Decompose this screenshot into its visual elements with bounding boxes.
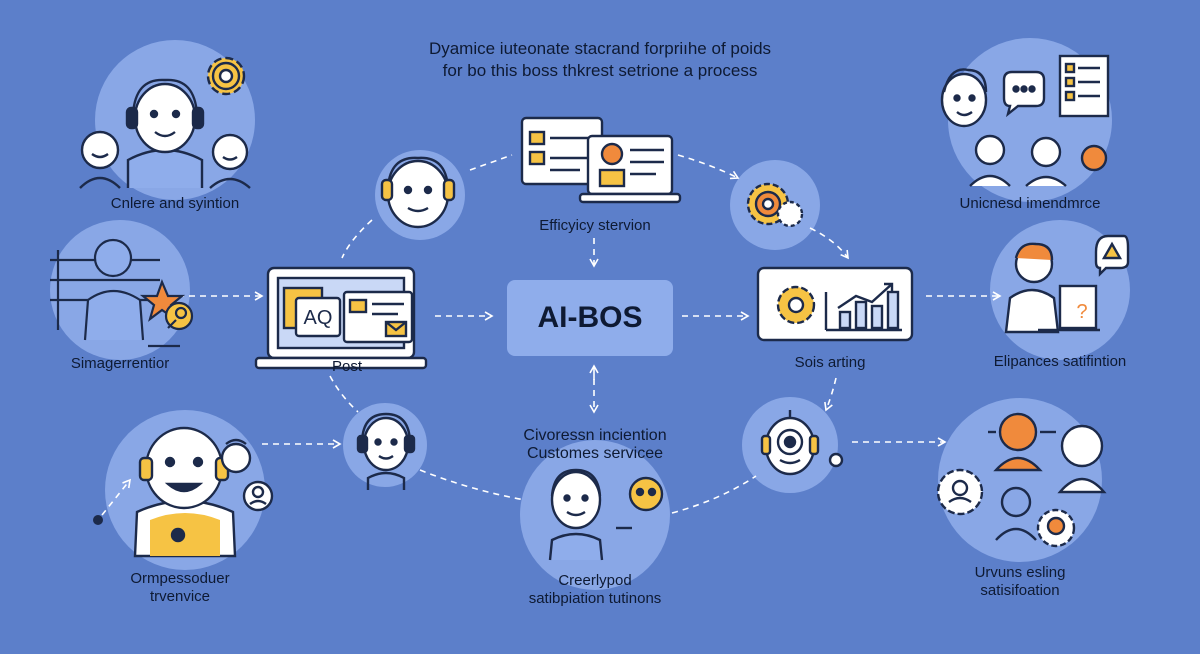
label-mid-left-text: Simagerrentior (70, 355, 170, 372)
magnifier-icon (164, 301, 194, 331)
label-mid-left: Simagerrentior (35, 355, 205, 373)
gear-people-icon (936, 412, 1107, 548)
ai-bos-label: AI-BOS (537, 301, 643, 334)
label-post: Post (307, 358, 387, 376)
label-bottom-left-line-1: Ormpessoduer (130, 570, 230, 587)
checklist-laptop-icon (520, 116, 682, 204)
title-line-2: for bo this boss thkrest setrione a proc… (442, 61, 758, 80)
person-research-icon (50, 238, 194, 348)
robot-icon (760, 410, 844, 476)
arrow-head-bottom-to-center (419, 469, 526, 501)
team-chat-icon (940, 54, 1110, 187)
label-top-right-text: Unicnesd imendmrce (959, 195, 1101, 212)
label-bottom-left-line-2: trvenvice (149, 588, 211, 605)
label-bottom-center: Creerlypod satibpiation tutinons (495, 572, 695, 608)
arrow-laptop-to-gear (677, 154, 740, 180)
agent-head-icon (380, 156, 456, 229)
question-mark-text: ? (1076, 301, 1087, 323)
label-top-left-text: Cnlere and syintion (110, 195, 240, 212)
title-line-1: Dyamice iuteonate stacrand forpriıhe of … (428, 39, 772, 58)
label-bottom-left: Ormpessoduer trvenvice (90, 570, 270, 606)
label-bottom-right-line-1: Urvuns esling (974, 564, 1066, 581)
ai-badge-text: AQ (304, 307, 333, 329)
support-agent-icon (356, 412, 416, 490)
headset-agent-icon (548, 468, 664, 561)
label-sois: Sois arting (770, 354, 890, 372)
arrow-sois-to-robot (824, 377, 837, 412)
label-efficiency-text: Efficyicy stervion (539, 217, 651, 234)
analytics-dashboard-icon (756, 266, 914, 342)
label-post-text: Post (331, 358, 362, 375)
post-laptop-icon (254, 266, 428, 370)
label-bottom-center-line-1: Creerlypod (558, 572, 632, 589)
arrow-head-to-post (341, 219, 373, 259)
arrow-bottom-left-link (101, 478, 132, 516)
arrow-post-to-head-bottom (329, 375, 359, 413)
label-bottom-center-line-2: satibpiation tutinons (528, 590, 662, 607)
label-bottom-right-line-2: satisifoation (980, 582, 1060, 599)
label-top-right: Unicnesd imendmrce (940, 195, 1120, 213)
smiling-agent-icon (133, 426, 274, 558)
support-team-icon (79, 56, 251, 189)
label-sois-text: Sois arting (794, 354, 866, 371)
label-mid-right-text: Elipances satifintion (993, 353, 1127, 370)
gear-cluster-icon (746, 182, 804, 228)
label-customer: Civoressn inciention Customes servicee (495, 427, 695, 463)
label-customer-line-2: Customes servicee (526, 445, 664, 462)
arrow-bottom-center-to-robot (671, 475, 757, 514)
circle-mid-left (50, 220, 190, 360)
diagram-title: Dyamice iuteonate stacrand forpriıhe of … (300, 38, 900, 82)
ai-bos-hub[interactable]: AI-BOS (507, 280, 673, 356)
gear-icon (206, 56, 246, 96)
label-mid-right: Elipances satifintion (960, 353, 1160, 371)
label-efficiency: Efficyicy stervion (500, 217, 690, 235)
label-bottom-right: Urvuns esling satisifoation (930, 564, 1110, 600)
label-customer-line-1: Civoressn inciention (523, 427, 667, 444)
arrow-head-to-laptop (469, 154, 513, 171)
label-top-left: Cnlere and syintion (85, 195, 265, 213)
connectors (101, 154, 1002, 516)
arrow-gear-to-sois (809, 227, 849, 260)
person-question-icon (1004, 234, 1130, 334)
link-dot (93, 515, 103, 525)
